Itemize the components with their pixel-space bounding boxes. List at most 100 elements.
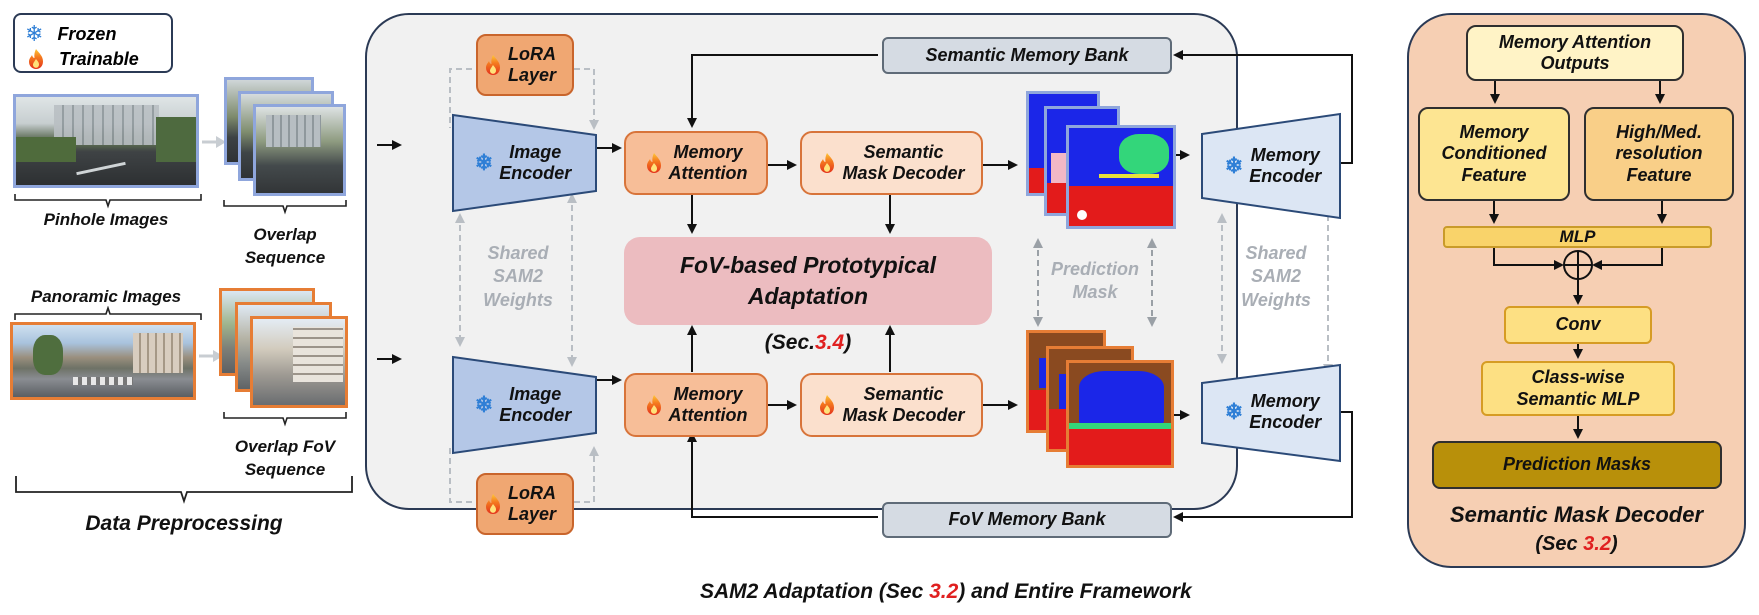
- overlap-fov-line-1: Overlap FoV: [234, 437, 336, 456]
- decoder-sec-number: 3.2: [1583, 533, 1611, 555]
- shared-right-line-1: Shared: [1245, 243, 1307, 263]
- data-preprocessing-brace: [15, 476, 353, 504]
- snowflake-icon: ❄: [474, 150, 494, 176]
- memory-attention-top-line-1: Memory: [673, 141, 743, 162]
- memory-encoder-top-line-2: Encoder: [1249, 166, 1322, 186]
- fov-adaptation-line-1: FoV-based Prototypical: [679, 251, 937, 278]
- memory-encoder-bottom-line-2: Encoder: [1249, 412, 1322, 432]
- fov-adaptation-line-2: Adaptation: [747, 283, 869, 309]
- mao-line-1: Memory Attention: [1498, 31, 1652, 52]
- fov-adaptation-section: (Sec.3.4): [624, 331, 992, 355]
- memory-encoder-bottom-line-1: Memory: [1250, 390, 1320, 411]
- caption-suffix: ) and Entire Framework: [958, 580, 1192, 603]
- decoder-sec-prefix: (Sec: [1535, 533, 1584, 555]
- panoramic-arrow: [199, 350, 223, 362]
- overlap-fov-label: Overlap FoV Sequence: [222, 436, 348, 482]
- memory-attention-bottom-line-2: Attention: [668, 405, 748, 425]
- decoder-section: (Sec 3.2): [1407, 533, 1746, 556]
- lora-top-line-1: LoRA: [508, 43, 557, 64]
- legend-frozen-label: Frozen: [57, 23, 117, 44]
- shared-right-line-3: Weights: [1241, 289, 1311, 310]
- panoramic-image: [10, 322, 196, 400]
- decoder-bottom-line-2: Mask Decoder: [842, 405, 965, 425]
- legend-trainable: Trainable: [27, 48, 139, 70]
- mao-line-2: Outputs: [1540, 53, 1610, 73]
- image-encoder-bottom-line-2: Encoder: [499, 405, 572, 425]
- memory-attention-top-line-2: Attention: [668, 163, 748, 183]
- image-encoder-top-line-2: Encoder: [499, 163, 572, 183]
- mlp-block: MLP: [1443, 226, 1712, 248]
- memory-encoder-top-shape: [1201, 112, 1341, 220]
- prediction-mask-label: Prediction Mask: [1040, 258, 1150, 305]
- shared-left-line-1: Shared: [487, 243, 549, 263]
- pinhole-arrow: [202, 136, 226, 148]
- lora-bottom-line-2: Layer: [508, 504, 557, 524]
- overlap-fov-line-2: Sequence: [244, 459, 326, 479]
- caption-number: 3.2: [929, 580, 959, 603]
- decoder-sec-suffix: ): [1610, 533, 1618, 555]
- snowflake-icon: ❄: [25, 21, 44, 46]
- pinhole-brace: [14, 194, 202, 209]
- snowflake-icon: ❄: [474, 392, 494, 418]
- image-encoder-bottom-line-1: Image: [509, 383, 562, 404]
- decoder-top-line-2: Mask Decoder: [842, 163, 965, 183]
- classwise-line-1: Class-wise: [1531, 367, 1625, 388]
- shared-weights-left: Shared SAM2 Weights: [466, 242, 570, 312]
- decoder-bottom-line-1: Semantic: [863, 383, 944, 404]
- sec-suffix: ): [844, 331, 852, 354]
- hrf-line-2: resolution: [1615, 143, 1703, 164]
- hrf-line-3: Feature: [1626, 164, 1692, 185]
- hrf-line-1: High/Med.: [1615, 122, 1702, 143]
- lora-top-line-2: Layer: [508, 65, 557, 85]
- mcf-line-2: Conditioned: [1441, 143, 1547, 164]
- snowflake-icon: ❄: [1224, 153, 1244, 179]
- overlap-sequence-line-2: Sequence: [244, 247, 326, 267]
- panoramic-brace: [14, 306, 202, 320]
- overlap-sequence-label: Overlap Sequence: [222, 224, 348, 270]
- conv-block: Conv: [1504, 306, 1652, 344]
- memory-attention-bottom-line-1: Memory: [673, 383, 743, 404]
- memory-encoder-bottom-shape: [1201, 363, 1341, 463]
- sec-prefix: (Sec.: [764, 331, 815, 354]
- image-encoder-top-shape: [452, 113, 597, 213]
- prediction-line-2: Mask: [1072, 282, 1118, 303]
- semantic-memory-bank: Semantic Memory Bank: [882, 37, 1172, 74]
- snowflake-icon: ❄: [1224, 399, 1244, 425]
- classwise-line-2: Semantic MLP: [1516, 388, 1640, 409]
- data-preprocessing-label: Data Preprocessing: [85, 512, 283, 535]
- decoder-top-line-1: Semantic: [863, 141, 944, 162]
- legend: ❄ Frozen Trainable: [13, 13, 173, 73]
- legend-trainable-label: Trainable: [59, 48, 139, 69]
- pinhole-seq-frame-3: [253, 104, 346, 196]
- fov-memory-bank: FoV Memory Bank: [882, 502, 1172, 538]
- panoramic-images-label: Panoramic Images: [30, 287, 182, 306]
- shared-left-line-3: Weights: [483, 289, 553, 310]
- sec-number: 3.4: [815, 331, 845, 354]
- fov-seq-frame-3: [250, 316, 348, 408]
- mcf-line-3: Feature: [1461, 164, 1527, 185]
- overlap-fov-brace: [223, 412, 347, 427]
- shared-right-line-2: SAM2: [1250, 266, 1301, 287]
- decoder-title: Semantic Mask Decoder: [1449, 502, 1704, 527]
- overlap-seq-brace: [223, 200, 347, 215]
- pinhole-image: [13, 94, 199, 188]
- shared-left-line-2: SAM2: [492, 266, 543, 287]
- lora-bottom-line-1: LoRA: [508, 482, 557, 503]
- caption-prefix: SAM2 Adaptation (Sec: [700, 580, 930, 603]
- legend-frozen: ❄ Frozen: [25, 21, 116, 47]
- image-encoder-top-line-1: Image: [509, 141, 562, 162]
